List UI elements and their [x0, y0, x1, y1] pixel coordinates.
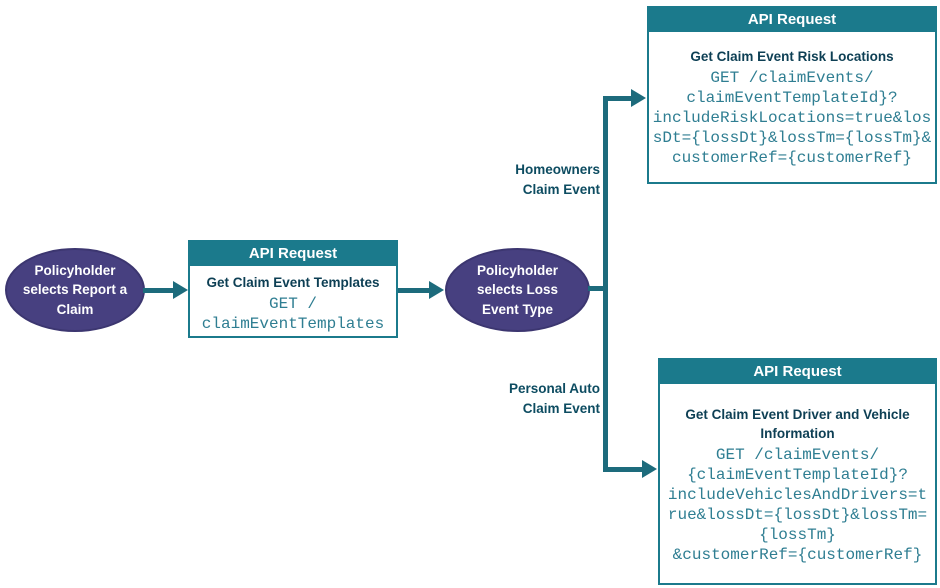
vehicle-box-title: Get Claim Event Driver and Vehicle Infor… — [685, 407, 910, 441]
arrow-templates-to-loss-head — [429, 281, 444, 299]
homeowners-branch-label: Homeowners Claim Event — [515, 162, 600, 198]
templates-api-box: API Request Get Claim Event Templates GE… — [188, 240, 398, 338]
branch-bottom-line — [603, 467, 644, 472]
vehicle-box-body: Get Claim Event Driver and Vehicle Infor… — [660, 384, 935, 583]
start-ellipse: Policyholder selects Report a Claim — [5, 248, 145, 332]
risk-box-header: API Request — [649, 8, 935, 32]
connector-loss-to-trunk — [588, 286, 608, 291]
branch-trunk-line — [603, 96, 608, 472]
vehicle-box-code: GET /claimEvents/ {claimEventTemplateId}… — [667, 445, 928, 564]
templates-box-body: Get Claim Event Templates GET / claimEve… — [190, 266, 396, 336]
risk-locations-api-box: API Request Get Claim Event Risk Locatio… — [647, 6, 937, 184]
arrow-start-to-templates-line — [143, 288, 175, 293]
arrow-templates-to-loss-line — [398, 288, 431, 293]
templates-box-header: API Request — [190, 242, 396, 266]
branch-top-arrowhead — [631, 89, 646, 107]
vehicle-box-header: API Request — [660, 360, 935, 384]
risk-box-body: Get Claim Event Risk Locations GET /clai… — [649, 32, 935, 182]
templates-box-title: Get Claim Event Templates — [206, 275, 380, 290]
risk-box-code: GET /claimEvents/ claimEventTemplateId}?… — [652, 68, 932, 167]
arrow-start-to-templates-head — [173, 281, 188, 299]
risk-box-title: Get Claim Event Risk Locations — [690, 49, 894, 64]
start-ellipse-label: Policyholder selects Report a Claim — [22, 262, 128, 317]
branch-bottom-arrowhead — [642, 460, 657, 478]
driver-vehicle-api-box: API Request Get Claim Event Driver and V… — [658, 358, 937, 585]
branch-top-line — [603, 96, 633, 101]
personal-auto-branch-label: Personal Auto Claim Event — [508, 381, 600, 417]
loss-ellipse-label: Policyholder selects Loss Event Type — [476, 262, 559, 317]
templates-box-code: GET / claimEventTemplates — [201, 294, 385, 333]
loss-ellipse: Policyholder selects Loss Event Type — [445, 248, 590, 332]
